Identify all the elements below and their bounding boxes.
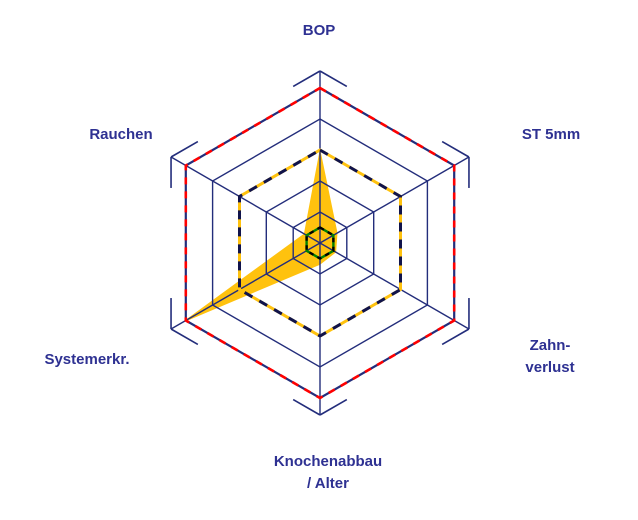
axis-label-systemerkr: Systemerkr.: [44, 349, 129, 371]
axis-label-knochenabbau-line1: Knochenabbau: [273, 453, 383, 470]
axis-label-bop: BOP: [303, 20, 336, 42]
axis-label-knochenabbau-line2: / Alter: [307, 475, 349, 492]
axis-label-zahnverlust: Zahn- verlust: [525, 335, 574, 379]
axis-label-systemerkr-text: Systemerkr.: [44, 351, 130, 368]
axis-label-st5mm-text: ST 5mm: [521, 126, 581, 143]
axis-label-rauchen-text: Rauchen: [89, 126, 153, 143]
axis-label-zahnverlust-line2: verlust: [525, 359, 575, 376]
axis-label-bop-text: BOP: [302, 22, 336, 39]
axis-label-zahnverlust-line1: Zahn-: [529, 337, 571, 354]
axis-label-st5mm: ST 5mm: [522, 124, 580, 146]
axis-label-knochenabbau-alter: Knochenabbau / Alter: [274, 451, 382, 495]
axis-label-rauchen: Rauchen: [89, 124, 152, 146]
